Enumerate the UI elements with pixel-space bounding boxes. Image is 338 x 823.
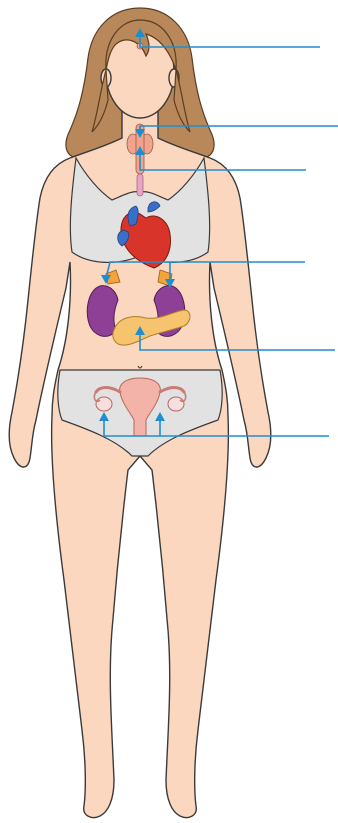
kidney-left [87,286,118,337]
